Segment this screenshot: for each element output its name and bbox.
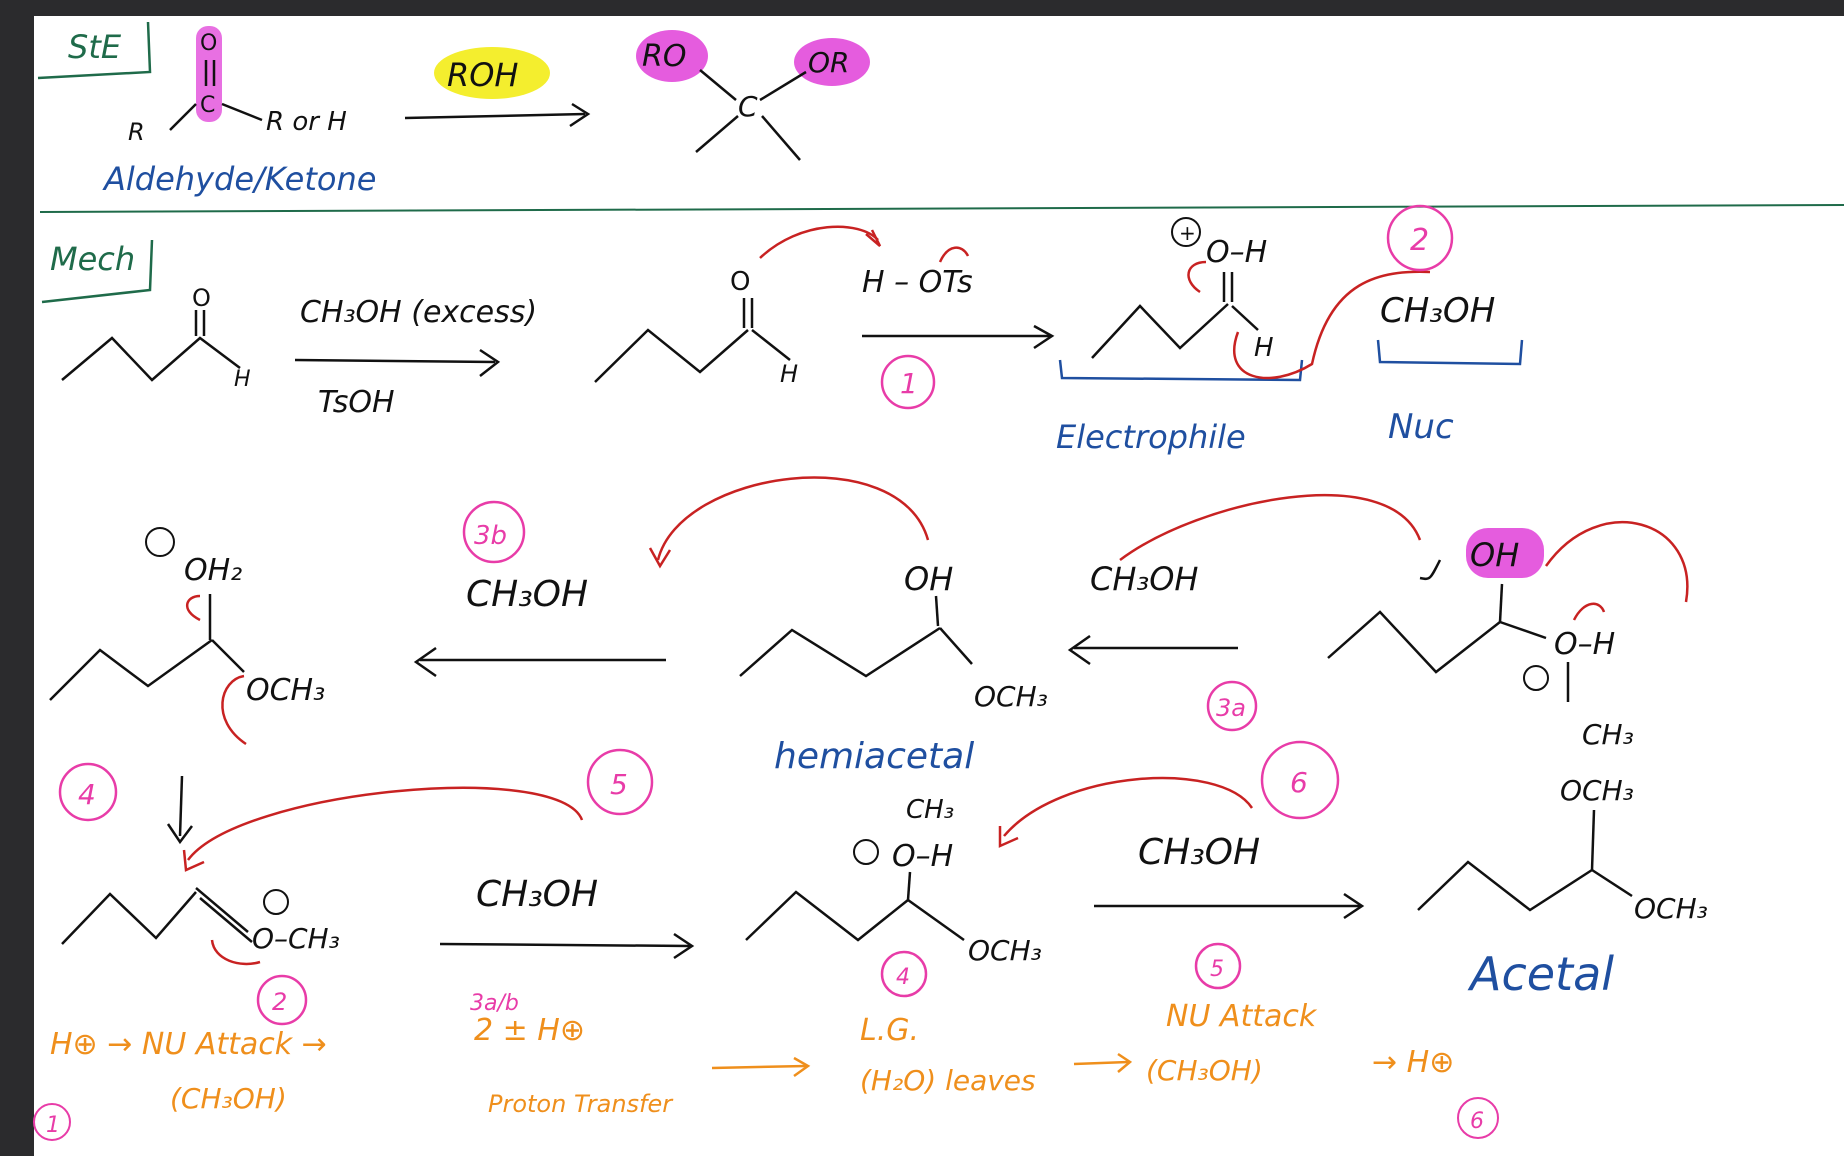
reagent-meoh-excess: CH₃OH (excess): [300, 295, 537, 330]
step-5a: 5: [610, 768, 628, 801]
step-2b-circle: [256, 974, 308, 1026]
right-o-h: O–H: [1554, 627, 1615, 662]
mech-row-2: OH₂ OCH₃ 3b CH₃OH OH OCH₃ hemiacetal CH₃…: [49, 476, 1689, 777]
nuc-label: Nuc: [1388, 407, 1454, 447]
header-section: StE O C R R or H Aldehyde/Ketone ROH RO …: [37, 21, 1844, 213]
h-ots: H – OTs: [862, 265, 973, 300]
meoh-6: CH₃OH: [1138, 832, 1260, 873]
protonated-o: O–H: [1206, 235, 1267, 270]
acetal-och3-right: OCH₃: [1634, 892, 1708, 925]
r-left: R: [128, 118, 145, 146]
step-4: 4: [78, 778, 96, 811]
reagent-roh: ROH: [447, 56, 518, 94]
nuc-meoh: CH₃OH: [1380, 291, 1495, 331]
arrow-head: [569, 102, 591, 128]
nuc-bracket: [1376, 339, 1524, 366]
step-summary: H⊕ → NU Attack → (CH₃OH) 1 3a/b 2 ± H⊕ P…: [33, 991, 1499, 1141]
hemiacetal-label: hemiacetal: [774, 736, 974, 777]
step-4b: 4: [896, 965, 910, 990]
step-4b-circle: [880, 950, 928, 998]
o-2: O: [730, 267, 750, 297]
step-6: 6: [1290, 766, 1308, 799]
step-2: 2: [1410, 223, 1429, 258]
right-oh: OH: [1470, 536, 1519, 574]
step-5a-circle: [586, 748, 654, 816]
reagent-tsoh: TsOH: [318, 385, 395, 420]
step-3a-circle: [1206, 680, 1258, 732]
step-3b: 3b: [474, 521, 507, 551]
step-1: 1: [900, 367, 918, 400]
och3-left: OCH₃: [246, 673, 325, 708]
r-right: R or H: [266, 107, 347, 137]
carbonyl-highlight: [196, 26, 222, 122]
step-5b-circle: [1194, 942, 1242, 990]
summary-num-2: 3a/b: [470, 991, 519, 1016]
h-3: H: [1254, 333, 1274, 363]
meoh-3b: CH₃OH: [466, 574, 588, 615]
aldehyde-ketone-label: Aldehyde/Ketone: [102, 160, 376, 198]
summary-step-1: H⊕ → NU Attack →: [50, 1027, 327, 1062]
ro-highlight: [636, 30, 708, 82]
right-ch3: CH₃: [1582, 718, 1634, 751]
meoh-5: CH₃OH: [476, 874, 598, 915]
mech-row-1: Mech O H CH₃OH (excess) TsOH O H H – OTs…: [41, 204, 1524, 456]
aldehyde-h: H: [234, 367, 251, 392]
red-arrow-6: [1003, 776, 1254, 837]
step-2b: 2: [272, 988, 287, 1016]
hemiacetal-oh: OH: [904, 560, 953, 598]
prot-ch3: CH₃: [906, 795, 954, 825]
step-3a: 3a: [1216, 694, 1246, 722]
summary-step-3b: (H₂O) leaves: [860, 1064, 1036, 1097]
red-arrow-right: [1544, 521, 1689, 603]
red-arrow-nuc: [1232, 270, 1431, 380]
product-or: OR: [808, 46, 850, 79]
prot-och3: OCH₃: [968, 934, 1042, 967]
red-arrow-3b: [656, 476, 930, 561]
reagent-highlight: [434, 47, 550, 99]
hemiacetal-och3: OCH₃: [974, 680, 1048, 713]
summary-step-3: L.G.: [860, 1013, 919, 1048]
ste-tag: StE: [68, 28, 122, 66]
oxo-ch3: –CH₃: [274, 922, 340, 955]
summary-step-4b: (CH₃OH): [1146, 1054, 1263, 1087]
prot-o-h: O–H: [892, 839, 953, 874]
summary-step-1b: (CH₃OH): [170, 1082, 287, 1115]
step-1-circle: [880, 354, 936, 410]
product-c: C: [738, 90, 758, 123]
carbonyl-o: O: [200, 31, 217, 56]
oxo-o: O: [252, 922, 274, 955]
mech-tag: Mech: [50, 240, 135, 278]
step-6-circle: [1260, 740, 1340, 820]
step-5b: 5: [1210, 957, 1224, 982]
aldehyde-o: O: [192, 284, 211, 312]
oh-highlight: [1466, 528, 1544, 578]
plus-charge: +: [1179, 221, 1196, 245]
meoh-3a: CH₃OH: [1090, 560, 1198, 598]
step-2-circle: [1386, 204, 1454, 272]
step-4-circle: [58, 762, 118, 822]
product-ro: RO: [642, 39, 686, 74]
summary-num-3: 6: [1470, 1109, 1484, 1134]
section-divider: [39, 204, 1844, 213]
step-3b-circle: [462, 500, 526, 564]
h-2: H: [780, 360, 798, 388]
red-arrow-1: [759, 225, 879, 259]
or-highlight: [794, 38, 870, 86]
oh2-group: OH₂: [184, 553, 242, 588]
acetal-och3-top: OCH₃: [1560, 774, 1634, 807]
carbonyl-c: C: [200, 93, 215, 118]
electrophile-label: Electrophile: [1056, 418, 1246, 456]
summary-step-4: NU Attack: [1166, 999, 1318, 1034]
summary-step-2: 2 ± H⊕: [474, 1013, 585, 1048]
summary-step-5: → H⊕: [1372, 1045, 1454, 1080]
acetal-label: Acetal: [1467, 947, 1614, 1001]
red-arrow-5: [186, 786, 584, 861]
mech-row-3: 4 O –CH₃ 5 CH₃OH 2 CH₃ O–H OCH₃ 4 6 C: [58, 740, 1708, 1026]
summary-step-2b: Proton Transfer: [488, 1090, 674, 1118]
summary-num-1: 1: [46, 1113, 60, 1138]
